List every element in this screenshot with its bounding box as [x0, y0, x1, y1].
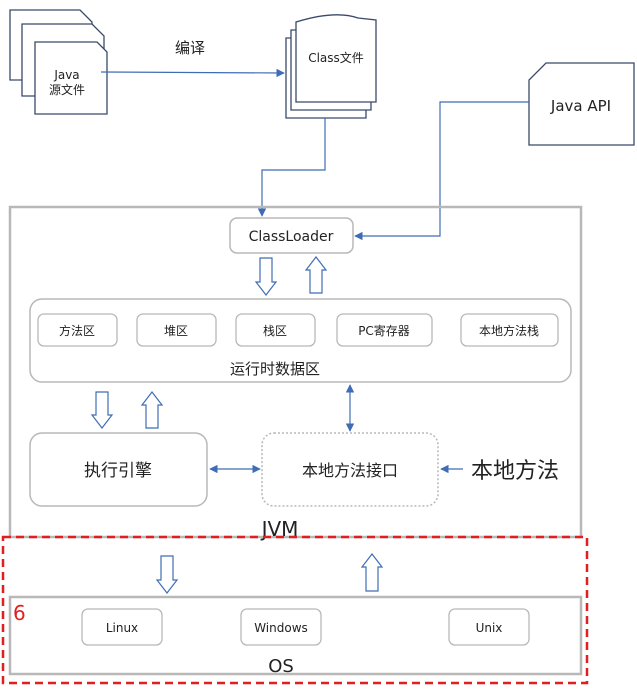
java-api-to-classloader-arrow — [354, 101, 529, 241]
down-block-arrow — [254, 257, 278, 296]
method-area-box — [37, 313, 118, 347]
java-api-document-icon — [528, 62, 635, 146]
os-container — [8, 595, 583, 676]
runtime-data-area-label: 运行时数据区 — [230, 360, 320, 378]
execution-engine-label: 执行引擎 — [84, 461, 152, 481]
linux-label: Linux — [106, 621, 138, 635]
down-block-arrow-engine — [90, 391, 114, 429]
os-highlight-box — [1, 535, 589, 685]
native-method-stack-box — [460, 313, 559, 347]
native-method-stack-label: 本地方法栈 — [479, 323, 539, 338]
source-files-label-line2: 源文件 — [49, 82, 85, 97]
up-block-arrow-os — [360, 553, 384, 592]
classloader-box — [229, 217, 354, 254]
unix-box — [448, 608, 530, 646]
linux-box — [81, 608, 163, 646]
source-files-label-line1: Java — [53, 68, 79, 82]
compile-label: 编译 — [175, 39, 205, 57]
up-block-arrow-engine — [140, 391, 164, 429]
heap-area-box — [136, 313, 217, 347]
heap-area-label: 堆区 — [164, 324, 188, 338]
java-source-files-icon — [9, 9, 108, 115]
stack-area-label: 栈区 — [263, 323, 287, 338]
windows-label: Windows — [254, 621, 308, 635]
execution-engine-box — [29, 432, 208, 507]
down-block-arrow-os — [155, 555, 179, 594]
class-files-icon — [285, 14, 377, 119]
method-area-label: 方法区 — [59, 323, 95, 338]
compile-arrow — [100, 68, 285, 78]
os-label: OS — [268, 656, 294, 677]
native-method-interface-label: 本地方法接口 — [302, 461, 398, 480]
up-block-arrow — [304, 256, 328, 294]
class-files-to-classloader-arrow — [257, 118, 326, 217]
stack-area-box — [235, 313, 316, 347]
java-api-label: Java API — [550, 97, 611, 115]
classloader-label: ClassLoader — [249, 229, 334, 245]
pc-register-box — [336, 313, 433, 347]
native-method-interface-box — [261, 432, 439, 507]
class-files-label: Class文件 — [308, 50, 364, 65]
windows-box — [240, 608, 322, 646]
unix-label: Unix — [476, 621, 503, 635]
annotation-number: 6 — [13, 601, 26, 625]
pc-register-label: PC寄存器 — [358, 323, 410, 338]
native-methods-label: 本地方法 — [471, 459, 559, 484]
